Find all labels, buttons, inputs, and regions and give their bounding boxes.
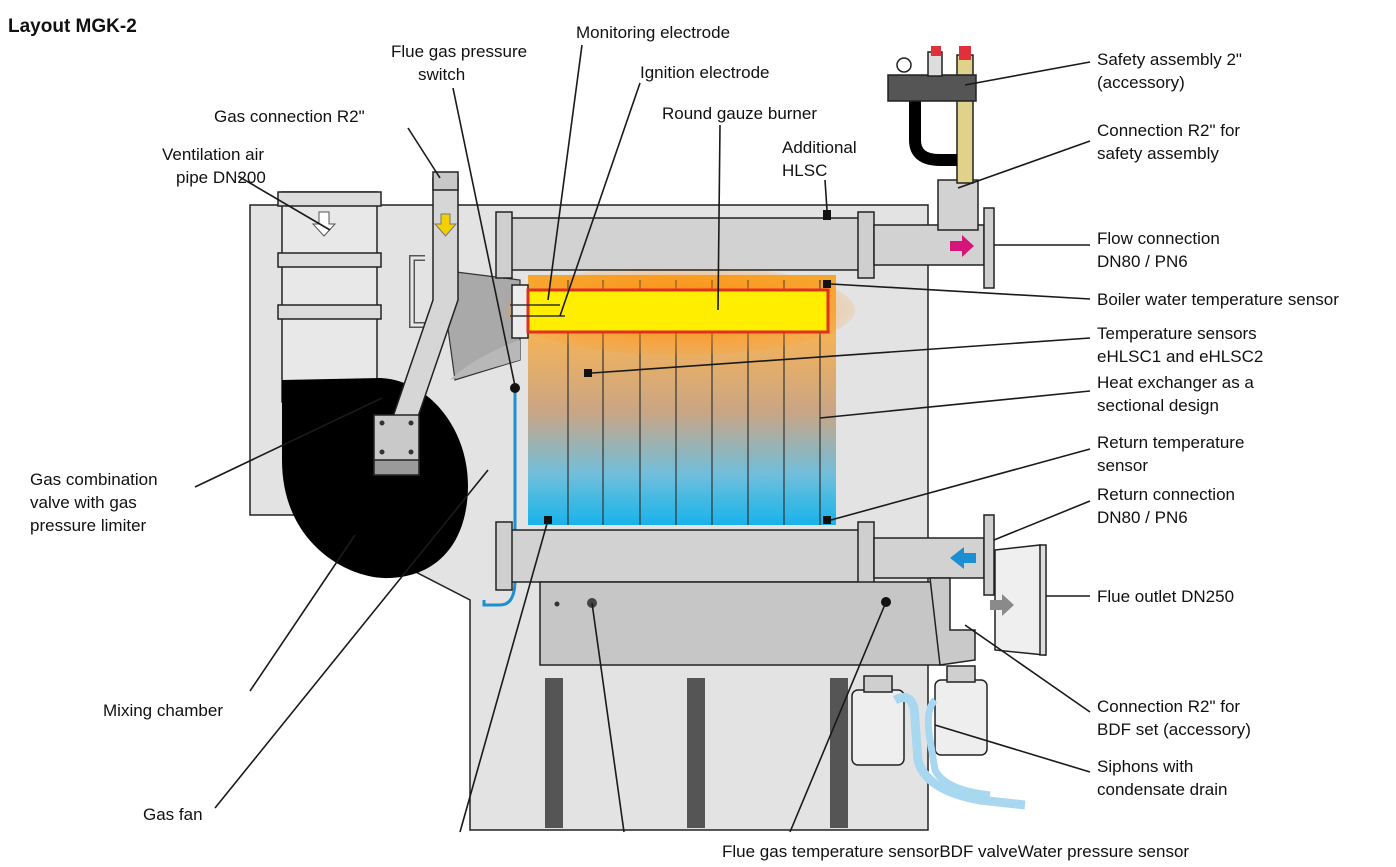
label-bottom-sensors: Flue gas temperature sensorBDF valveWate…	[722, 842, 1189, 861]
label-gas-combination-valve-3: pressure limiter	[30, 516, 147, 535]
label-boiler-water-temp: Boiler water temperature sensor	[1097, 290, 1339, 309]
flue-gas-collector	[539, 581, 946, 666]
label-gas-fan: Gas fan	[143, 805, 203, 824]
label-gas-combination-valve-2: valve with gas	[30, 493, 137, 512]
gas-combination-valve	[373, 414, 420, 476]
label-siphons-2: condensate drain	[1097, 780, 1227, 799]
siphon-left	[851, 675, 905, 766]
label-monitoring-electrode: Monitoring electrode	[576, 23, 730, 42]
gas-flow-arrow-icon	[433, 213, 458, 237]
ventilation-air-pipe	[277, 191, 382, 403]
label-return-temp-sensor-1: Return temperature	[1097, 433, 1244, 452]
safety-assembly	[887, 46, 977, 184]
condensate-drain-hose	[892, 693, 1026, 810]
burner-flange	[511, 284, 529, 339]
label-connection-safety-2: safety assembly	[1097, 144, 1219, 163]
return-temp-sensor	[823, 516, 831, 524]
round-gauze-burner	[526, 288, 830, 334]
callout-labels: Flue gas pressure switch Monitoring elect…	[30, 23, 1339, 861]
label-mixing-chamber: Mixing chamber	[103, 701, 223, 720]
boiler-water-temp-sensor	[823, 280, 831, 288]
gas-fan	[282, 378, 468, 579]
additional-hlsc-sensor	[823, 210, 831, 220]
label-return-connection-2: DN80 / PN6	[1097, 508, 1188, 527]
label-flow-connection-2: DN80 / PN6	[1097, 252, 1188, 271]
flue-outlet-arrow-icon	[990, 594, 1014, 616]
flue-gas-pressure-switch	[510, 383, 520, 393]
label-heat-exchanger-2: sectional design	[1097, 396, 1219, 415]
leader-lines	[194, 44, 1091, 833]
flue-outlet	[994, 544, 1047, 656]
label-connection-bdf-1: Connection R2" for	[1097, 697, 1240, 716]
label-return-temp-sensor-2: sensor	[1097, 456, 1148, 475]
label-safety-assembly-2: (accessory)	[1097, 73, 1185, 92]
label-flue-outlet: Flue outlet DN250	[1097, 587, 1234, 606]
label-heat-exchanger-1: Heat exchanger as a	[1097, 373, 1254, 392]
return-arrow-icon	[950, 547, 976, 569]
label-connection-bdf-2: BDF set (accessory)	[1097, 720, 1251, 739]
label-connection-safety-1: Connection R2" for	[1097, 121, 1240, 140]
label-safety-assembly-1: Safety assembly 2"	[1097, 50, 1242, 69]
label-flow-connection-1: Flow connection	[1097, 229, 1220, 248]
ehlsc-sensor	[584, 369, 592, 377]
flow-arrow-icon	[950, 235, 974, 257]
return-header-pipe	[495, 514, 995, 596]
support-leg-1	[545, 678, 563, 828]
diagram-title: Layout MGK-2	[8, 16, 137, 37]
support-leg-3	[830, 678, 848, 828]
label-flue-gas-pressure-switch-1: Flue gas pressure	[391, 42, 527, 61]
label-ignition-electrode: Ignition electrode	[640, 63, 769, 82]
label-return-connection-1: Return connection	[1097, 485, 1235, 504]
label-temperature-sensors-2: eHLSC1 and eHLSC2	[1097, 347, 1263, 366]
label-temperature-sensors-1: Temperature sensors	[1097, 324, 1257, 343]
label-flue-gas-pressure-switch-2: switch	[418, 65, 465, 84]
label-ventilation-air-pipe-2: pipe DN200	[176, 168, 266, 187]
label-round-gauze-burner: Round gauze burner	[662, 104, 817, 123]
label-siphons-1: Siphons with	[1097, 757, 1193, 776]
label-gas-connection: Gas connection R2"	[214, 107, 365, 126]
support-leg-2	[687, 678, 705, 828]
label-ventilation-air-pipe-1: Ventilation air	[162, 145, 264, 164]
siphon-right	[934, 665, 988, 756]
svg-text:Safety assembly 2"(accessory): Safety assembly 2" (accessory)	[1097, 50, 1242, 92]
label-additional-hlsc-2: HLSC	[782, 161, 827, 180]
label-gas-combination-valve-1: Gas combination	[30, 470, 158, 489]
label-additional-hlsc-1: Additional	[782, 138, 857, 157]
